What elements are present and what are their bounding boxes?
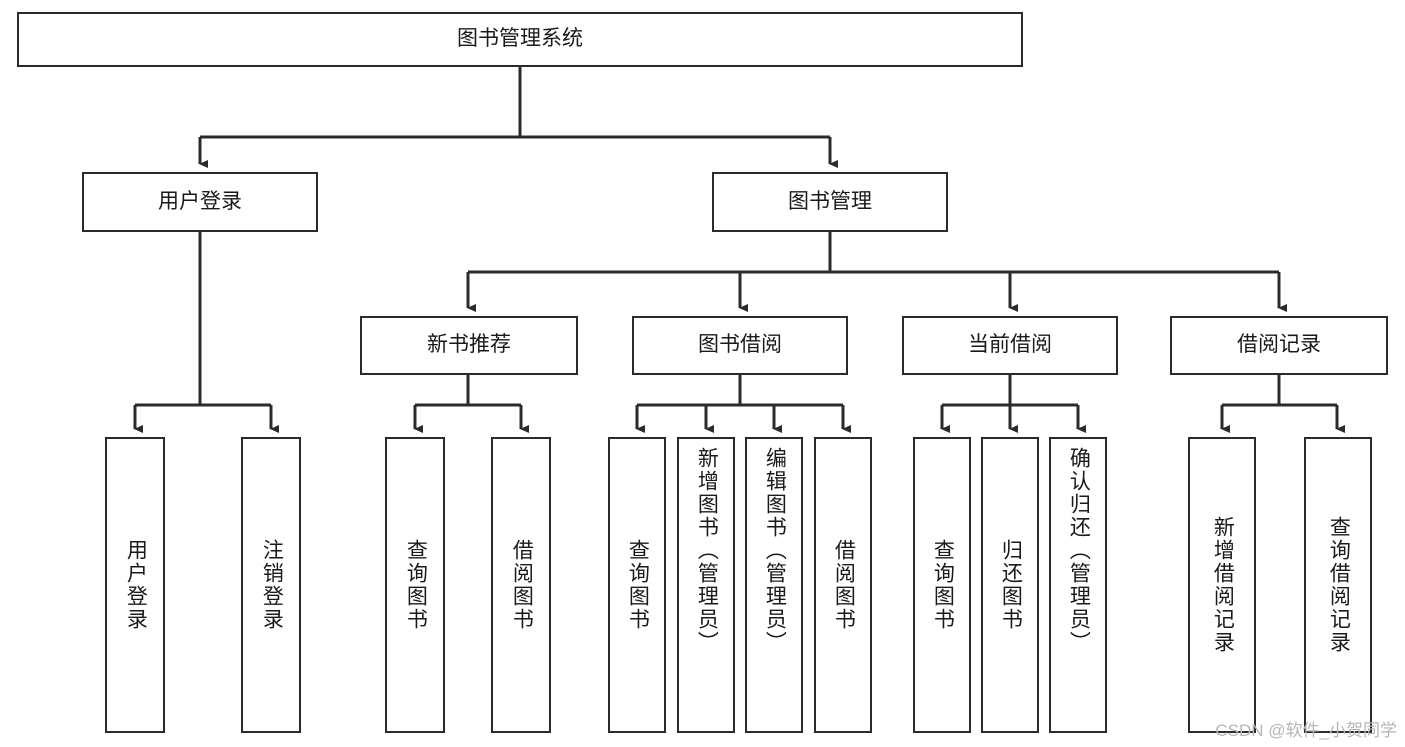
node-label: 查询图书: [626, 539, 650, 631]
node-label: 编辑图书（管理员）: [763, 447, 787, 654]
node-label: 确认归还（管理员）: [1067, 447, 1091, 654]
node-label: 图书借阅: [698, 333, 782, 357]
watermark-text: CSDN @软件_小贺同学: [1215, 721, 1397, 740]
node-leaf-add-book[interactable]: 新增图书（管理员）: [677, 437, 735, 733]
node-user-login[interactable]: 用户登录: [82, 172, 318, 232]
node-label: 注销登录: [260, 539, 284, 631]
node-current-borrow[interactable]: 当前借阅: [902, 316, 1118, 375]
node-label: 借阅图书: [510, 539, 534, 631]
node-leaf-edit-book[interactable]: 编辑图书（管理员）: [745, 437, 803, 733]
node-leaf-query-book-2[interactable]: 查询图书: [608, 437, 666, 733]
node-leaf-borrow-book-1[interactable]: 借阅图书: [491, 437, 551, 733]
node-label: 查询图书: [404, 539, 428, 631]
node-label: 查询借阅记录: [1327, 516, 1351, 654]
node-borrow-record[interactable]: 借阅记录: [1170, 316, 1388, 375]
node-label: 归还图书: [999, 539, 1023, 631]
node-leaf-query-record[interactable]: 查询借阅记录: [1304, 437, 1372, 733]
node-leaf-confirm-return[interactable]: 确认归还（管理员）: [1049, 437, 1107, 733]
node-label: 用户登录: [158, 189, 242, 213]
node-book-borrow[interactable]: 图书借阅: [632, 316, 848, 375]
node-label: 查询图书: [931, 539, 955, 631]
node-leaf-user-login[interactable]: 用户登录: [105, 437, 165, 733]
node-label: 当前借阅: [968, 333, 1052, 357]
node-leaf-query-book-3[interactable]: 查询图书: [913, 437, 971, 733]
node-leaf-borrow-book-2[interactable]: 借阅图书: [814, 437, 872, 733]
node-leaf-logout-login[interactable]: 注销登录: [241, 437, 301, 733]
node-leaf-add-record[interactable]: 新增借阅记录: [1188, 437, 1256, 733]
node-label: 新书推荐: [427, 333, 511, 357]
node-leaf-return-book[interactable]: 归还图书: [981, 437, 1039, 733]
node-label: 图书管理: [788, 189, 872, 213]
node-label: 用户登录: [124, 539, 148, 631]
node-label: 图书管理系统: [457, 27, 583, 51]
node-new-book-recommend[interactable]: 新书推荐: [360, 316, 578, 375]
node-label: 新增借阅记录: [1211, 516, 1235, 654]
node-label: 借阅图书: [832, 539, 856, 631]
node-label: 新增图书（管理员）: [695, 447, 719, 654]
node-book-management[interactable]: 图书管理: [712, 172, 948, 232]
node-leaf-query-book-1[interactable]: 查询图书: [385, 437, 445, 733]
node-label: 借阅记录: [1237, 333, 1321, 357]
node-root-system[interactable]: 图书管理系统: [17, 12, 1023, 67]
